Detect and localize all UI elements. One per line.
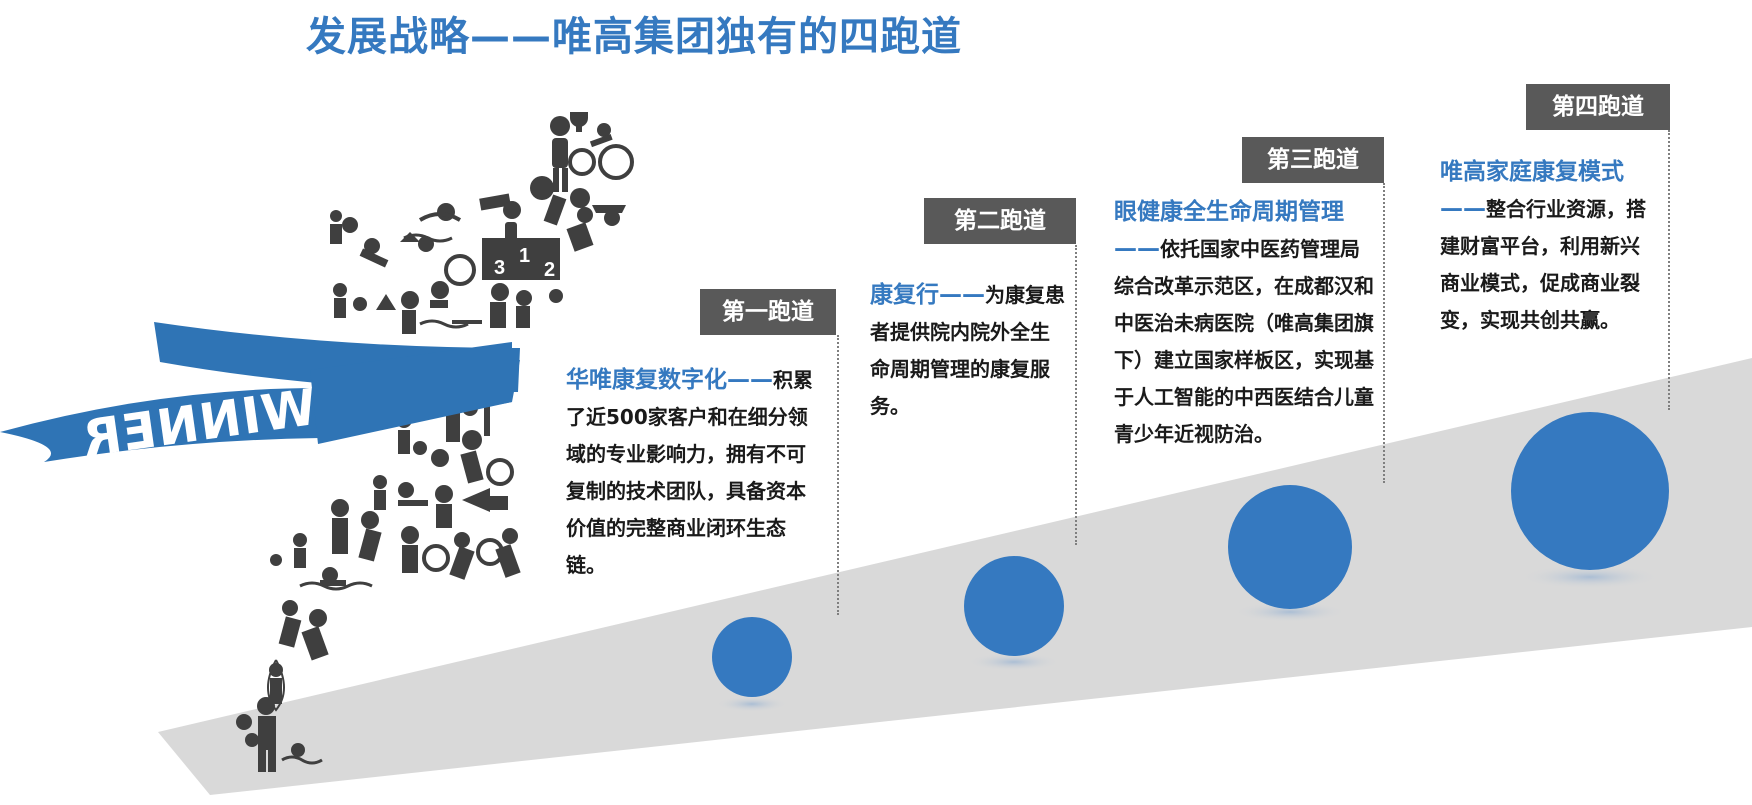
track-1-tag: 第一跑道	[700, 289, 836, 335]
track-2-tag: 第二跑道	[924, 198, 1076, 244]
track-1-description: 华唯康复数字化——积累了近500家客户和在细分领域的专业影响力，拥有不可复制的技…	[566, 362, 820, 584]
ramp-shape	[158, 358, 1752, 795]
track-2-circle	[964, 556, 1064, 656]
track-4-description: 唯高家庭康复模式——整合行业资源，搭建财富平台，利用新兴商业模式，促成商业裂变，…	[1440, 154, 1654, 339]
track-2-body: 为康复患者提供院内院外全生命周期管理的康复服务。	[870, 283, 1065, 418]
track-3-highlight: 眼健康全生命周期管理——	[1114, 199, 1344, 262]
track-1-connector	[837, 335, 839, 615]
track-2-connector	[1075, 245, 1077, 545]
track-3-connector	[1383, 183, 1385, 483]
track-4-connector	[1668, 130, 1670, 410]
svg-text:1: 1	[519, 245, 530, 267]
page-title: 发展战略——唯高集团独有的四跑道	[306, 14, 962, 60]
track-1-circle	[712, 617, 792, 697]
circle-shadow-4	[1520, 565, 1660, 589]
track-4-body: 整合行业资源，搭建财富平台，利用新兴商业模式，促成商业裂变，实现共创共赢。	[1440, 197, 1646, 332]
track-1-body: 积累了近500家客户和在细分领域的专业影响力，拥有不可复制的技术团队，具备资本价…	[566, 368, 813, 577]
circle-shadow-1	[716, 696, 788, 712]
track-3-body: 依托国家中医药管理局综合改革示范区，在成都汉和中医治未病医院（唯高集团旗下）建立…	[1114, 237, 1374, 446]
track-4-highlight: 唯高家庭康复模式——	[1440, 159, 1624, 222]
circle-shadow-3	[1234, 602, 1346, 622]
track-4-circle	[1511, 412, 1669, 570]
track-1-highlight: 华唯康复数字化——	[566, 367, 773, 393]
circle-shadow-2	[968, 653, 1060, 671]
svg-text:2: 2	[544, 259, 555, 281]
track-2-highlight: 康复行——	[870, 282, 985, 308]
track-2-description: 康复行——为康复患者提供院内院外全生命周期管理的康复服务。	[870, 277, 1066, 425]
track-4-tag: 第四跑道	[1526, 84, 1670, 130]
svg-text:3: 3	[494, 257, 505, 279]
track-3-description: 眼健康全生命周期管理——依托国家中医药管理局综合改革示范区，在成都汉和中医治未病…	[1114, 194, 1378, 453]
runner-figure-icon: 3 1 2	[0, 112, 634, 772]
track-3-circle	[1228, 485, 1352, 609]
track-3-tag: 第三跑道	[1242, 137, 1384, 183]
